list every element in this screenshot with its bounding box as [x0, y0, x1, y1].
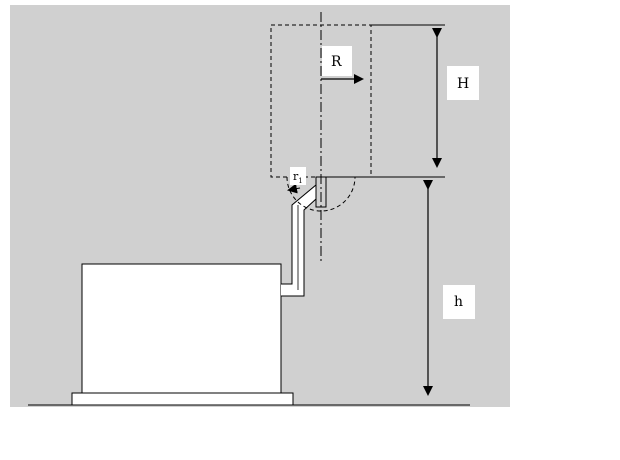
dimension-arrow-r1	[287, 183, 301, 194]
label-h: h	[454, 294, 463, 310]
label-r1: r1	[293, 170, 303, 185]
equipment-base	[71, 392, 294, 406]
label-box-H	[447, 66, 479, 100]
equipment-box	[81, 263, 282, 394]
label-box-h	[443, 285, 475, 319]
label-R: R	[331, 54, 342, 70]
label-H: H	[457, 76, 469, 92]
label-box-R	[322, 46, 352, 76]
label-r1-letter: r	[293, 170, 299, 183]
label-box-r1	[290, 167, 306, 185]
label-r1-subscript: 1	[298, 177, 302, 185]
